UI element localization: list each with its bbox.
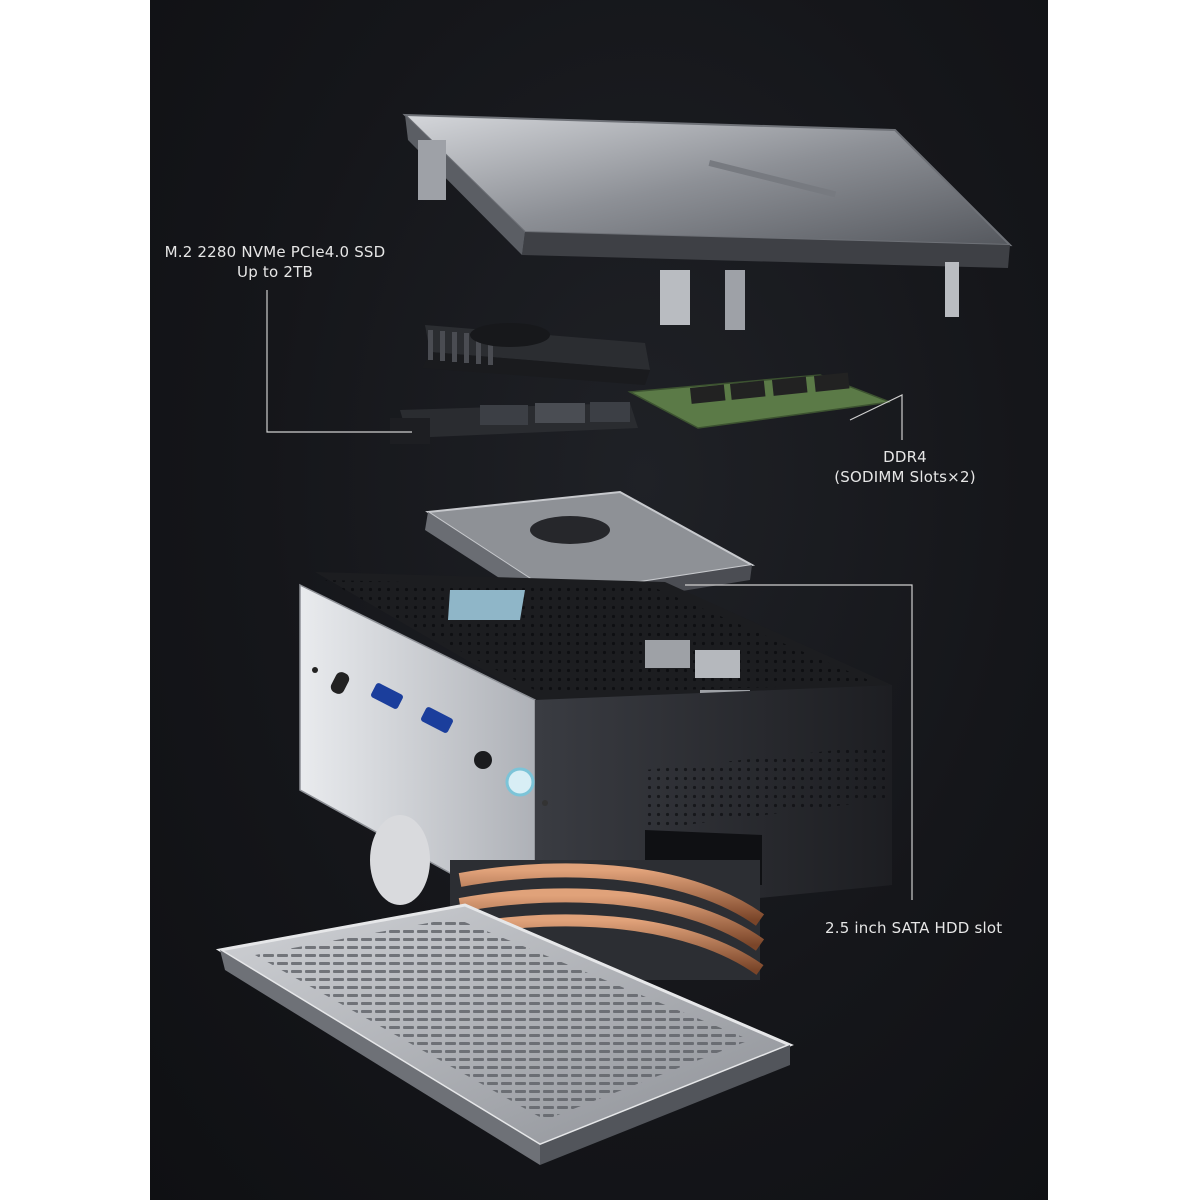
ram-module	[627, 372, 891, 429]
hdd-label-line1: 2.5 inch SATA HDD slot	[825, 919, 1003, 937]
ssd-module	[390, 402, 638, 444]
ddr-label: DDR4 (SODIMM Slots×2)	[820, 447, 990, 487]
hdd-label: 2.5 inch SATA HDD slot	[825, 918, 1002, 938]
ddr-label-line1: DDR4	[883, 448, 927, 466]
ssd-heatsink	[422, 323, 650, 385]
ddr-callout-line	[849, 394, 903, 440]
ssd-label: M.2 2280 NVMe PCIe4.0 SSD Up to 2TB	[160, 242, 390, 282]
ddr-label-line2: (SODIMM Slots×2)	[834, 468, 976, 486]
bottom-tray	[215, 903, 794, 1165]
product-exploded-view: M.2 2280 NVMe PCIe4.0 SSD Up to 2TB DDR4…	[150, 0, 1048, 1200]
callout-lines	[266, 290, 913, 900]
ssd-label-line1: M.2 2280 NVMe PCIe4.0 SSD	[164, 243, 386, 261]
ssd-label-line2: Up to 2TB	[237, 263, 313, 281]
hdd-callout-line	[685, 584, 913, 900]
top-lid	[402, 113, 1013, 330]
ssd-callout-line	[266, 290, 412, 433]
exploded-illustration	[215, 113, 1013, 1165]
